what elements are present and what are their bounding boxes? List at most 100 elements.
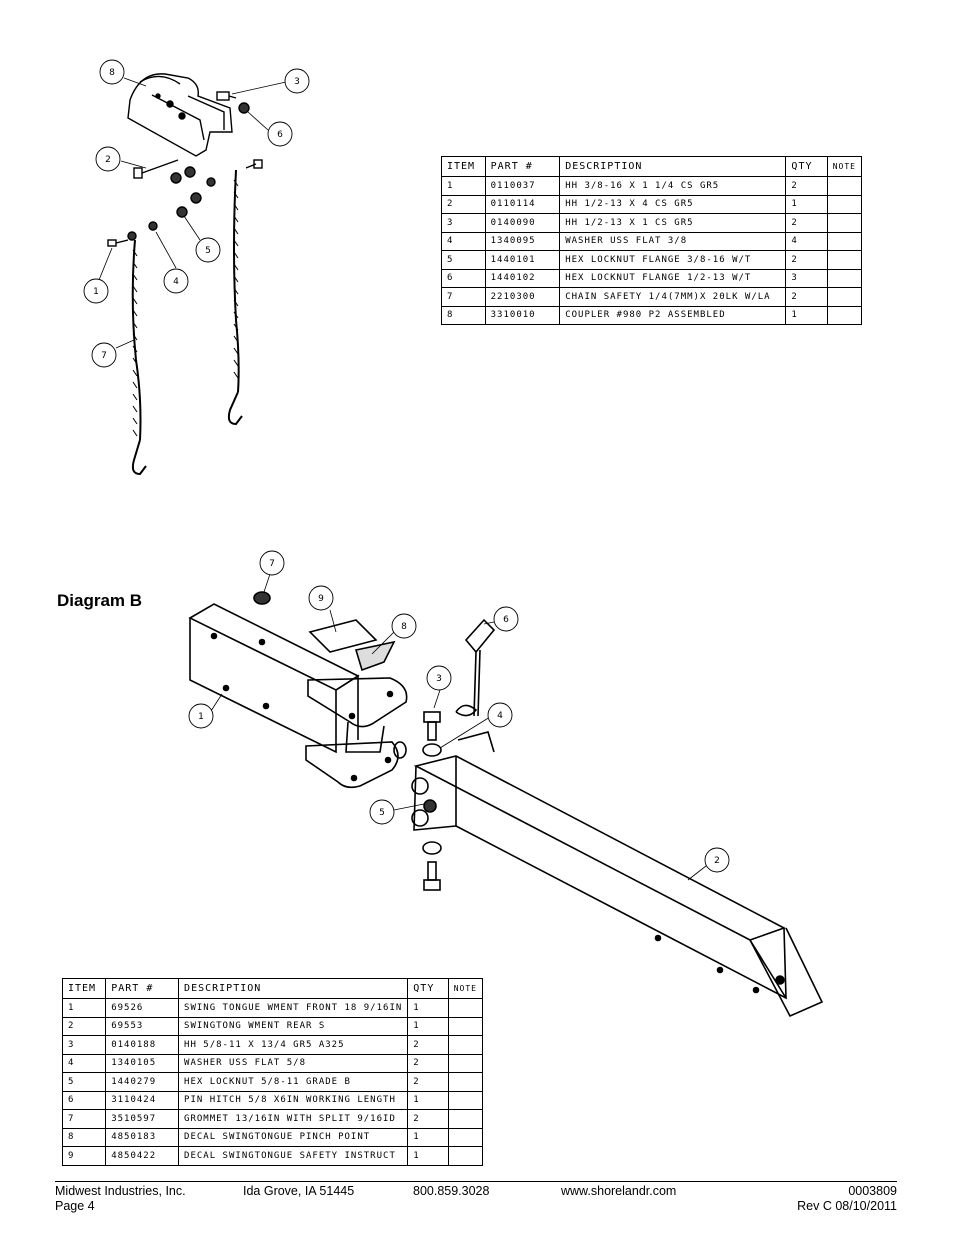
cell-note <box>826 194 863 214</box>
cell-item: 5 <box>61 1072 107 1092</box>
cell-part: 1440101 <box>484 250 561 270</box>
cell-part: 0140090 <box>484 213 561 233</box>
cell-part: 1340105 <box>105 1053 180 1073</box>
cell-part: 4850183 <box>105 1127 180 1147</box>
callout-a-4: 4 <box>173 277 179 287</box>
cell-qty: 2 <box>407 1109 449 1129</box>
cell-description: DECAL SWINGTONGUE SAFETY INSTRUCT <box>178 1146 409 1166</box>
cell-item: 4 <box>61 1053 107 1073</box>
cell-part: 3310010 <box>484 305 561 325</box>
diagram-a-drawing: 8 3 6 2 5 4 1 7 <box>83 59 310 476</box>
callout-a-3: 3 <box>294 77 300 87</box>
header-part: PART # <box>105 978 180 999</box>
swing-tongue-rear-part <box>411 731 824 1018</box>
cell-part: 0110037 <box>484 176 561 196</box>
cell-note <box>447 1016 484 1036</box>
footer-doc-number: 0003809 <box>848 1184 897 1198</box>
cell-note <box>826 250 863 270</box>
cell-item: 1 <box>441 176 486 196</box>
callout-b-8: 8 <box>401 622 407 632</box>
footer-city: Ida Grove, IA 51445 <box>243 1184 355 1198</box>
cell-part: 1440279 <box>105 1072 180 1092</box>
cell-description: HH 5/8-11 X 13/4 GR5 A325 <box>178 1035 409 1055</box>
decal-8-part <box>354 640 396 672</box>
cell-note <box>826 287 863 307</box>
callout-b-4: 4 <box>497 711 503 721</box>
diagram-b-label: Diagram B <box>57 591 143 610</box>
cell-description: COUPLER #980 P2 ASSEMBLED <box>559 305 787 325</box>
cell-item: 8 <box>61 1127 107 1147</box>
cell-item: 3 <box>441 213 486 233</box>
cell-description: HEX LOCKNUT FLANGE 1/2-13 W/T <box>559 268 787 288</box>
cell-description: HH 3/8-16 X 1 1/4 CS GR5 <box>559 176 787 196</box>
cell-qty: 1 <box>407 1016 449 1036</box>
header-part: PART # <box>484 156 561 177</box>
cell-qty: 1 <box>785 305 828 325</box>
cell-qty: 1 <box>407 1090 449 1110</box>
header-item: ITEM <box>441 156 486 177</box>
cell-qty: 2 <box>407 1053 449 1073</box>
cell-item: 7 <box>61 1109 107 1129</box>
cell-description: WASHER USS FLAT 5/8 <box>178 1053 409 1073</box>
header-description: DESCRIPTION <box>559 156 787 177</box>
table-header-row: ITEM PART # DESCRIPTION QTY NOTE <box>61 978 484 999</box>
callout-a-8: 8 <box>109 68 115 78</box>
nut-6-part <box>238 102 250 114</box>
bolt-3-part <box>216 91 237 101</box>
cell-part: 1340095 <box>484 231 561 251</box>
cell-item: 2 <box>61 1016 107 1036</box>
cell-note <box>447 1109 484 1129</box>
callout-b-7: 7 <box>269 559 275 569</box>
cell-qty: 1 <box>785 194 828 214</box>
cell-item: 2 <box>441 194 486 214</box>
bolt-2-part <box>133 159 179 179</box>
cell-description: HEX LOCKNUT FLANGE 3/8-16 W/T <box>559 250 787 270</box>
cell-note <box>447 1035 484 1055</box>
callout-b-6: 6 <box>503 615 509 625</box>
header-note: NOTE <box>826 156 863 177</box>
header-qty: QTY <box>785 156 828 177</box>
cell-note <box>826 231 863 251</box>
cell-note <box>826 213 863 233</box>
callout-a-6: 6 <box>277 130 283 140</box>
cell-description: DECAL SWINGTONGUE PINCH POINT <box>178 1127 409 1147</box>
cell-part: 1440102 <box>484 268 561 288</box>
footer-company: Midwest Industries, Inc. <box>55 1184 186 1198</box>
chain-left-part <box>131 239 147 476</box>
cell-qty: 2 <box>407 1035 449 1055</box>
coupler-part <box>127 73 233 157</box>
cell-qty: 1 <box>407 1127 449 1147</box>
footer-website[interactable]: www.shorelandr.com <box>561 1184 677 1198</box>
callout-b-1: 1 <box>198 712 204 722</box>
cell-qty: 2 <box>407 1072 449 1092</box>
cell-qty: 2 <box>785 176 828 196</box>
table-header-row: ITEM PART # DESCRIPTION QTY NOTE <box>441 156 863 177</box>
cell-description: CHAIN SAFETY 1/4(7MM)X 20LK W/LA <box>559 287 787 307</box>
cell-part: 69553 <box>105 1016 180 1036</box>
callout-a-5: 5 <box>205 246 211 256</box>
hitch-pin-part <box>455 618 496 717</box>
footer-page: Page 4 <box>55 1199 95 1213</box>
decal-9-part <box>308 619 378 653</box>
cell-part: 4850422 <box>105 1146 180 1166</box>
cell-note <box>447 1127 484 1147</box>
cell-note <box>826 268 863 288</box>
cell-description: HEX LOCKNUT 5/8-11 GRADE B <box>178 1072 409 1092</box>
callout-b-3: 3 <box>436 674 442 684</box>
cell-description: HH 1/2-13 X 1 CS GR5 <box>559 213 787 233</box>
cell-part: 2210300 <box>484 287 561 307</box>
cell-description: SWING TONGUE WMENT FRONT 18 9/16IN <box>178 998 409 1018</box>
